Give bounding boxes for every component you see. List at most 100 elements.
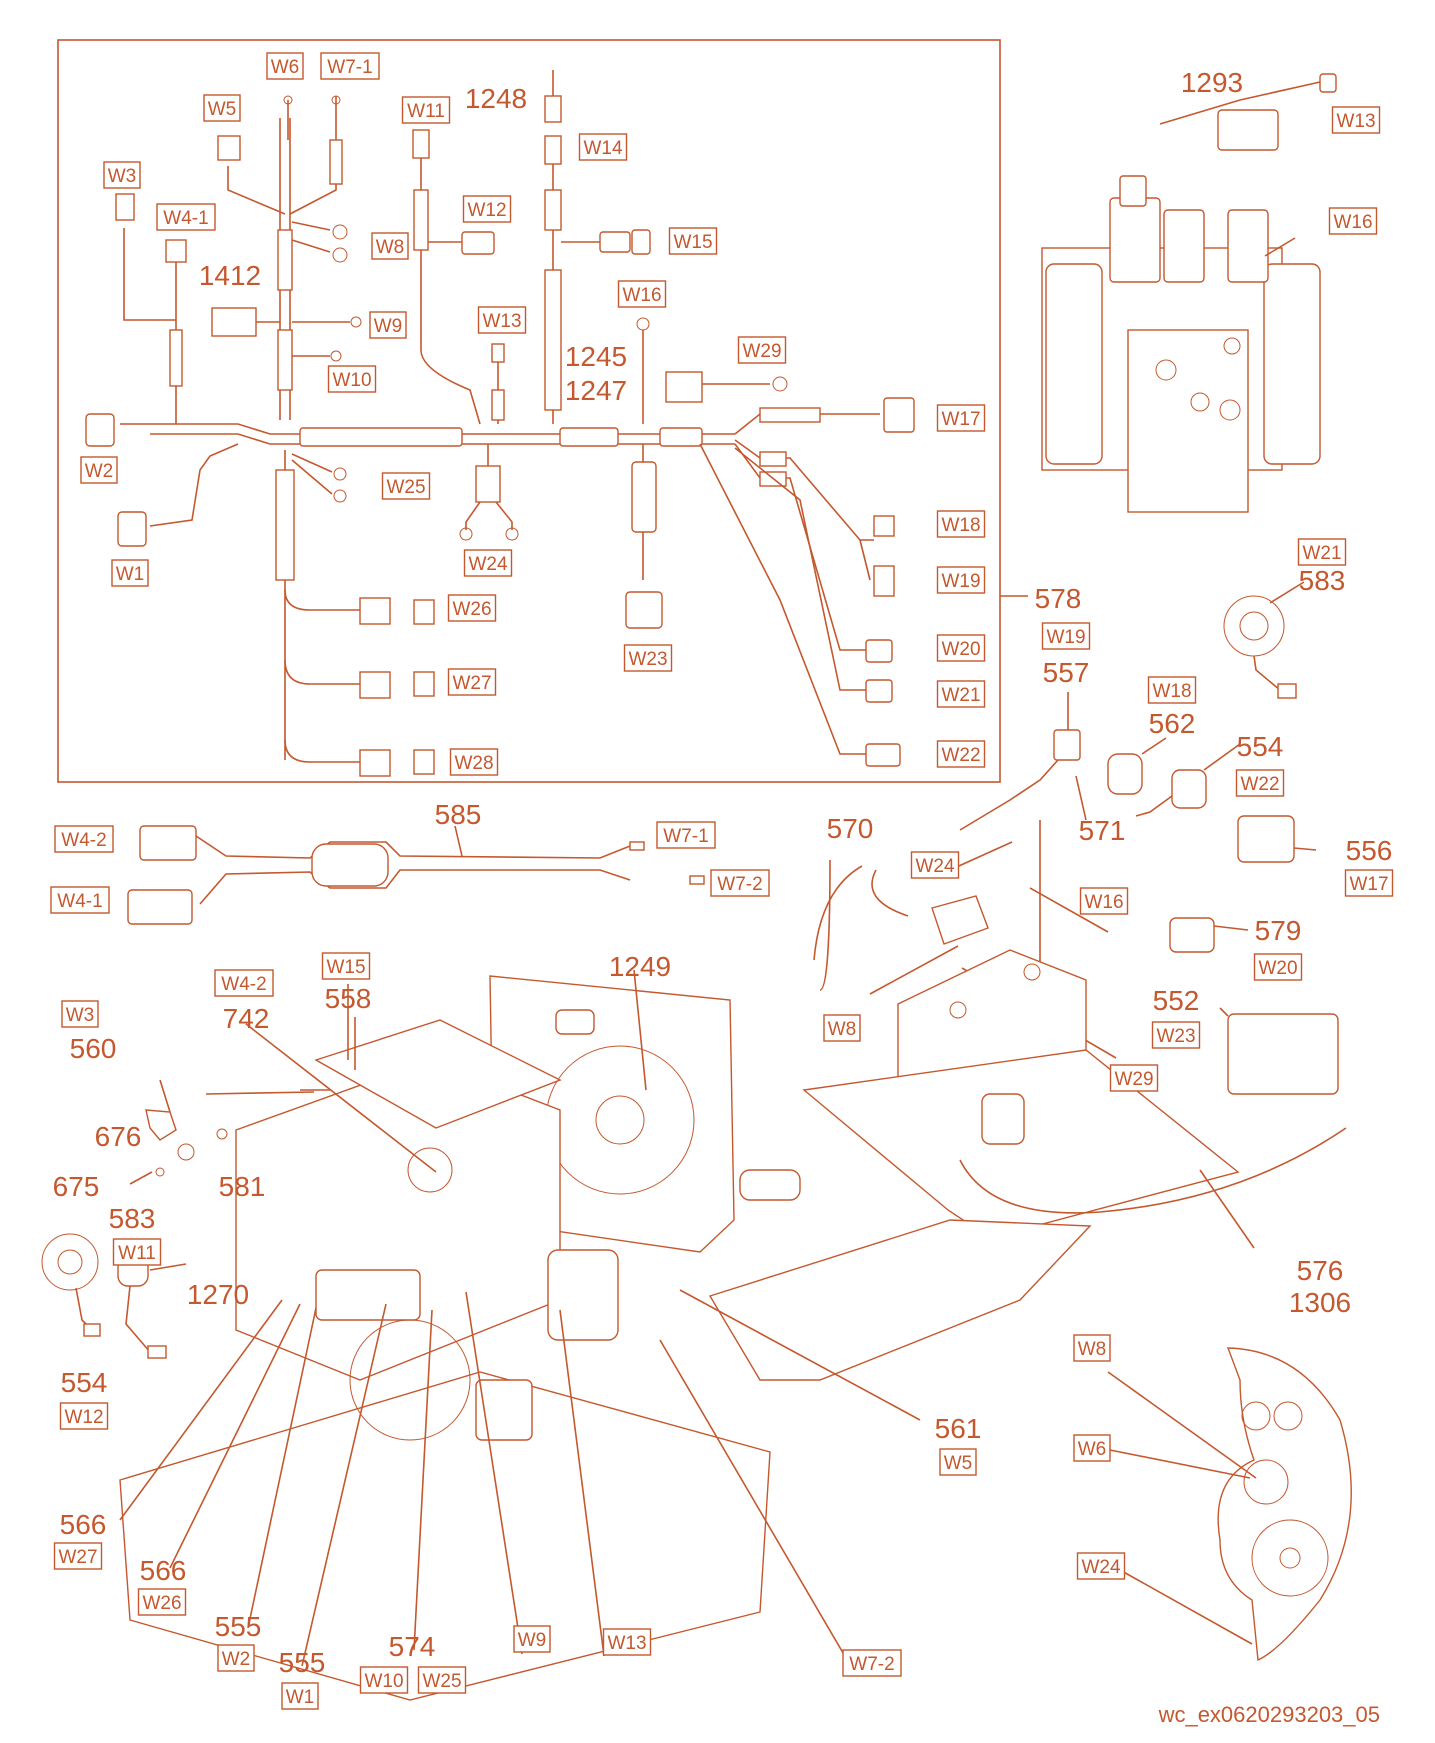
wire-label-text: W23 <box>628 649 667 670</box>
wire-label-box <box>321 952 371 980</box>
wire-label-text: W13 <box>1336 111 1375 132</box>
part-number-p1245: 1245 <box>565 341 627 372</box>
wire-label-text: W4-2 <box>61 830 106 851</box>
wire-label-text: W24 <box>468 554 508 575</box>
wire-label-text: W11 <box>407 101 445 122</box>
harness-frame <box>57 39 1001 783</box>
part-number-p585: 585 <box>435 799 482 830</box>
wire-label-box <box>217 1644 255 1672</box>
part-number-p579: 579 <box>1255 915 1302 946</box>
wire-label-box <box>61 1000 99 1028</box>
wire-label-w28-top: W28 <box>449 748 499 776</box>
wire-label-w12-eng: W12 <box>59 1402 109 1430</box>
wire-label-text: W21 <box>1302 543 1341 564</box>
wire-label-w9-eng: W9 <box>513 1625 551 1653</box>
wire-label-text: W14 <box>583 138 623 159</box>
wire-label-w24-top: W24 <box>463 549 513 577</box>
wire-label-text: W29 <box>1114 1069 1153 1090</box>
wire-label-text: W13 <box>607 1633 646 1654</box>
wire-label-box <box>371 232 409 260</box>
wire-label-box <box>1235 769 1285 797</box>
wire-label-box <box>203 94 241 122</box>
wire-label-w2-eng: W2 <box>217 1644 255 1672</box>
wire-label-text: W7-1 <box>327 57 372 78</box>
wire-label-box <box>513 1625 551 1653</box>
wire-label-w1-eng: W1 <box>281 1682 319 1710</box>
part-number-p1412: 1412 <box>199 260 261 291</box>
wire-label-text: W24 <box>1081 1557 1121 1578</box>
wire-label-box <box>1344 869 1394 897</box>
wire-label-box <box>1297 538 1347 566</box>
wire-label-box <box>137 1588 187 1616</box>
wire-label-box <box>417 1666 467 1694</box>
wire-label-w26-top: W26 <box>447 594 497 622</box>
wire-label-box <box>936 404 986 432</box>
wire-label-box <box>156 203 216 231</box>
wire-label-text: W24 <box>915 856 955 877</box>
part-number-p1270: 1270 <box>187 1279 249 1310</box>
wire-label-w19-top: W19 <box>936 566 986 594</box>
wire-label-w5-top: W5 <box>203 94 241 122</box>
wire-label-w16-valve: W16 <box>1328 207 1378 235</box>
wire-label-w16-bat: W16 <box>1079 887 1129 915</box>
wire-label-w3-eng: W3 <box>61 1000 99 1028</box>
part-number-p578: 578 <box>1035 583 1082 614</box>
part-number-p555a: 555 <box>215 1611 262 1642</box>
wire-label-box <box>53 1542 103 1570</box>
wire-label-text: W1 <box>286 1687 315 1708</box>
wire-label-text: W15 <box>326 957 365 978</box>
part-number-p562: 562 <box>1149 708 1196 739</box>
wire-label-box <box>462 195 512 223</box>
wire-label-box <box>449 748 499 776</box>
part-number-p552: 552 <box>1153 985 1200 1016</box>
wire-label-text: W4-2 <box>221 974 266 995</box>
wire-label-w17-556: W17 <box>1344 869 1394 897</box>
wire-label-w7-2-eng: W7-2 <box>842 1649 902 1677</box>
part-number-p583a: 583 <box>1299 565 1346 596</box>
wire-label-text: W16 <box>1333 212 1372 233</box>
wire-label-box <box>1109 1064 1159 1092</box>
wire-label-w24-bat: W24 <box>910 851 960 879</box>
wire-label-w11-top: W11 <box>401 96 451 124</box>
wire-label-w23-552: W23 <box>1151 1021 1201 1049</box>
wire-label-w7-1-top: W7-1 <box>320 52 380 80</box>
wire-label-w27-eng: W27 <box>53 1542 103 1570</box>
wire-label-box <box>936 680 986 708</box>
wire-label-box <box>1147 676 1197 704</box>
part-number-p1249: 1249 <box>609 951 671 982</box>
wire-label-text: W17 <box>941 409 980 430</box>
wire-label-text: W19 <box>941 571 980 592</box>
wire-label-text: W6 <box>1078 1439 1107 1460</box>
wire-label-w20-579: W20 <box>1253 953 1303 981</box>
wire-label-w11-eng: W11 <box>112 1238 162 1266</box>
part-number-p1248: 1248 <box>465 83 527 114</box>
wire-label-w4-2-eng: W4-2 <box>214 969 274 997</box>
part-number-p557: 557 <box>1043 657 1090 688</box>
wire-label-box <box>447 594 497 622</box>
wire-label-text: W12 <box>467 200 506 221</box>
wire-label-text: W13 <box>482 311 521 332</box>
part-number-p555b: 555 <box>279 1647 326 1678</box>
wire-label-box <box>578 133 628 161</box>
wire-label-w21-583: W21 <box>1297 538 1347 566</box>
wire-label-w22-top: W22 <box>936 740 986 768</box>
wire-label-text: W20 <box>941 639 980 660</box>
wire-label-text: W20 <box>1258 958 1297 979</box>
wire-label-text: W17 <box>1349 874 1388 895</box>
part-number-p556: 556 <box>1346 835 1393 866</box>
wire-label-w3-top: W3 <box>103 161 141 189</box>
wire-label-w13-eng: W13 <box>602 1628 652 1656</box>
wire-label-w8-top: W8 <box>371 232 409 260</box>
cable-585 <box>127 825 705 925</box>
hydraulic-valve-block <box>1041 73 1337 513</box>
wire-label-w22-554: W22 <box>1235 769 1285 797</box>
wire-label-text: W1 <box>116 564 145 585</box>
wire-label-w12-top: W12 <box>462 195 512 223</box>
wire-label-w23-top: W23 <box>623 644 673 672</box>
wire-label-box <box>59 1402 109 1430</box>
wire-label-text: W3 <box>108 166 137 187</box>
wire-label-w29-top: W29 <box>737 336 787 364</box>
wire-label-text: W7-2 <box>849 1654 894 1675</box>
wire-label-text: W8 <box>376 237 405 258</box>
